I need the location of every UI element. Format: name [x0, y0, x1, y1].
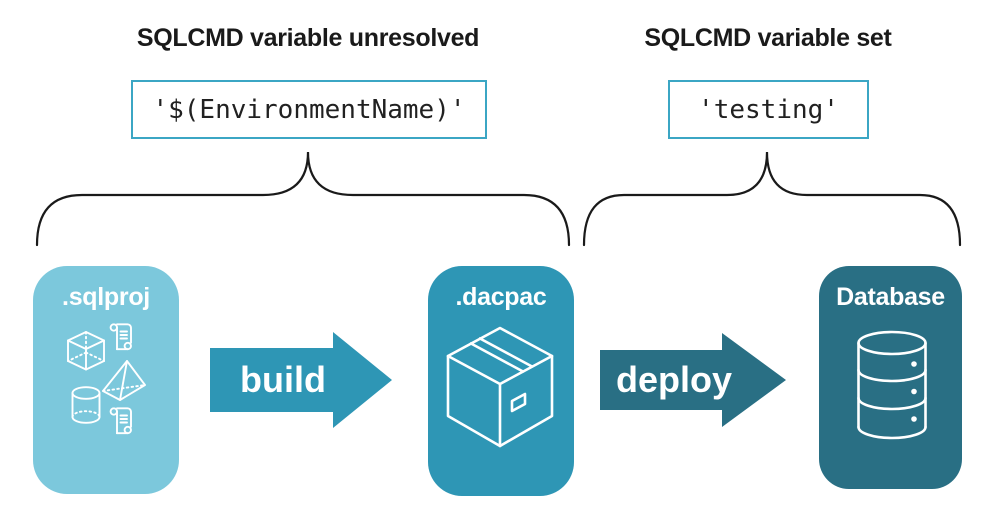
unresolved-heading: SQLCMD variable unresolved — [136, 24, 480, 52]
set-heading: SQLCMD variable set — [644, 24, 892, 52]
dacpac-label: .dacpac — [455, 283, 547, 311]
sql-objects-icon — [67, 323, 146, 435]
build-arrow: build — [210, 332, 392, 428]
cylinder-icon — [71, 386, 101, 424]
deploy-arrow: deploy — [600, 333, 786, 427]
database-dots — [911, 361, 917, 422]
node-dacpac: .dacpac — [428, 266, 574, 496]
sqlproj-label: .sqlproj — [62, 283, 150, 311]
set-code-text: 'testing' — [698, 94, 839, 125]
deploy-arrow-label: deploy — [616, 359, 732, 400]
build-arrow-label: build — [240, 359, 326, 400]
scroll-icon — [109, 323, 132, 351]
scroll-icon — [109, 407, 132, 435]
right-brace — [582, 151, 962, 247]
database-cylinder-icon — [857, 330, 927, 440]
database-label: Database — [836, 283, 945, 311]
cube-icon — [67, 331, 105, 371]
pyramid-icon — [102, 360, 146, 401]
set-code-box: 'testing' — [668, 80, 869, 139]
unresolved-code-box: '$(EnvironmentName)' — [131, 80, 487, 139]
node-sqlproj: .sqlproj — [33, 266, 179, 494]
node-database: Database — [819, 266, 962, 489]
left-brace — [35, 151, 571, 247]
unresolved-code-text: '$(EnvironmentName)' — [152, 94, 466, 125]
package-box-icon — [446, 326, 554, 448]
